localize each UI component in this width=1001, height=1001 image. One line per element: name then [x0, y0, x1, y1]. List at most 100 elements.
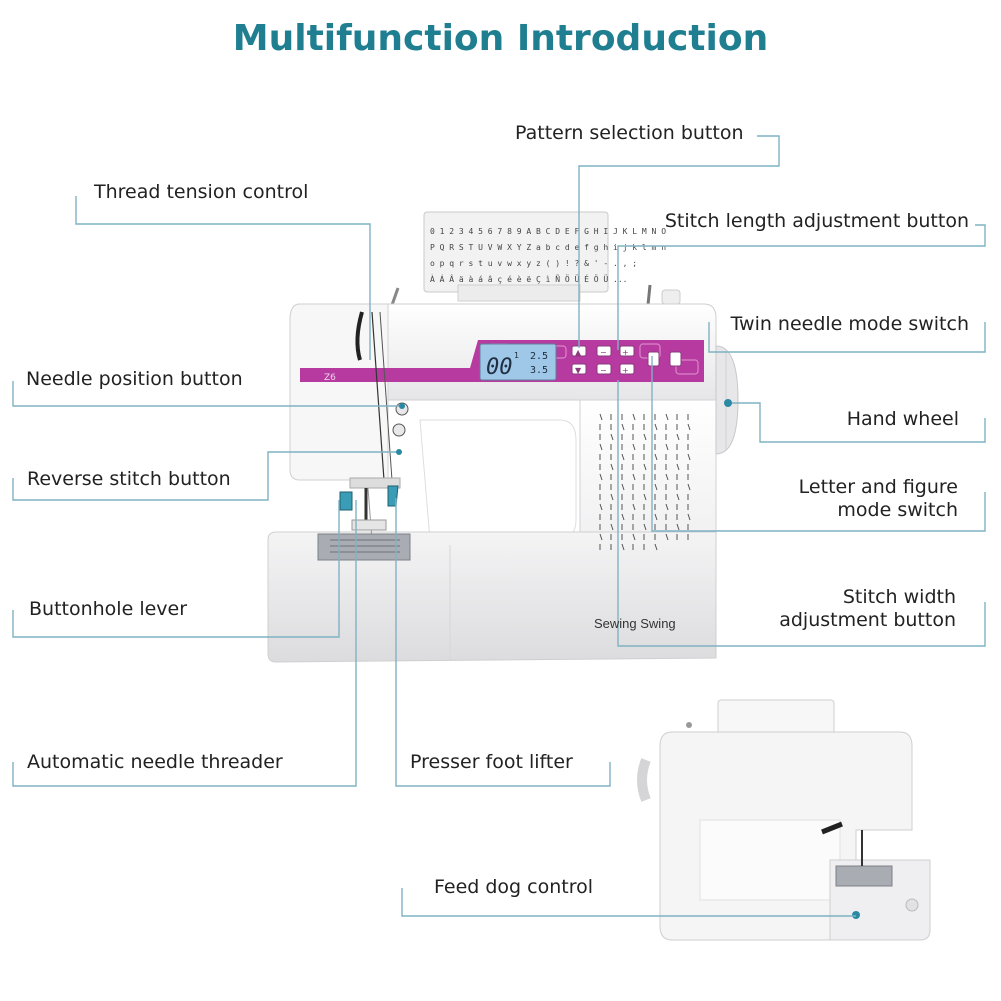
stitch-pattern-mark — [665, 473, 669, 481]
label-letter-figure-line2: mode switch — [837, 499, 958, 521]
stitch-pattern-mark — [665, 503, 669, 511]
width-minus-button — [596, 363, 612, 375]
stitch-pattern-mark — [610, 463, 614, 471]
label-reverse-stitch-button: Reverse stitch button — [27, 468, 231, 490]
lcd-stitch-width: 3.5 — [530, 365, 548, 376]
pattern-row: 0 1 2 3 4 5 6 7 8 9 A B C D E F G H I J … — [430, 227, 666, 236]
stitch-pattern-mark — [676, 433, 680, 441]
leader-needle-position — [12, 381, 402, 407]
twin-needle-button — [669, 351, 682, 367]
svg-text:+: + — [622, 348, 629, 357]
svg-text:−: − — [600, 366, 607, 375]
label-stitch-width-line2: adjustment button — [779, 609, 956, 631]
stitch-pattern-mark — [621, 423, 625, 431]
leader-stitch-width — [617, 380, 986, 647]
label-pattern-selection-button: Pattern selection button — [515, 122, 744, 144]
leader-presser-foot — [395, 498, 611, 787]
label-presser-foot-lifter: Presser foot lifter — [410, 751, 573, 773]
stitch-pattern-mark — [599, 443, 603, 451]
stitch-pattern-mark — [643, 433, 647, 441]
stitch-pattern-mark — [610, 523, 614, 531]
length-minus-button — [596, 345, 612, 357]
stitch-pattern-mark — [676, 463, 680, 471]
stitch-pattern-mark — [621, 483, 625, 491]
stitch-pattern-mark — [654, 483, 658, 491]
letter-mode-button — [647, 351, 660, 367]
leader-feed-dog — [401, 888, 856, 917]
stitch-pattern-mark — [665, 413, 669, 421]
stitch-pattern-mark — [643, 493, 647, 501]
stitch-chart — [599, 413, 691, 551]
svg-text:+: + — [622, 366, 629, 375]
stitch-pattern-mark — [599, 533, 603, 541]
stitch-pattern-mark — [676, 493, 680, 501]
stitch-pattern-mark — [676, 523, 680, 531]
stitch-pattern-mark — [632, 443, 636, 451]
stitch-pattern-mark — [654, 423, 658, 431]
pattern-row: À Á Â ä à á â ç é è ë Ç ì Ñ Ö Ü É Ö Ü ..… — [430, 273, 627, 284]
lcd-pattern-number: 00 — [486, 355, 513, 380]
label-hand-wheel: Hand wheel — [846, 408, 959, 430]
stitch-pattern-mark — [643, 523, 647, 531]
length-plus-button — [619, 345, 635, 357]
stitch-pattern-mark — [599, 473, 603, 481]
stitch-pattern-mark — [687, 423, 691, 431]
pattern-row: o p q r s t u v w x y z ( ) ! ? & ' - . … — [430, 259, 637, 268]
stitch-pattern-mark — [621, 543, 625, 551]
pattern-reference-card: 0 1 2 3 4 5 6 7 8 9 A B C D E F G H I J … — [423, 211, 666, 302]
stitch-pattern-mark — [610, 493, 614, 501]
stitch-pattern-mark — [687, 453, 691, 461]
stitch-pattern-mark — [599, 503, 603, 511]
leader-pattern-selection — [578, 135, 780, 348]
stitch-pattern-mark — [687, 483, 691, 491]
label-needle-position-button: Needle position button — [26, 368, 243, 390]
needle-plate — [317, 533, 411, 561]
width-plus-button — [619, 363, 635, 375]
page-title: Multifunction Introduction — [232, 18, 769, 59]
stitch-pattern-mark — [632, 473, 636, 481]
label-automatic-needle-threader: Automatic needle threader — [27, 751, 283, 773]
label-buttonhole-lever: Buttonhole lever — [29, 598, 188, 620]
label-stitch-length-button: Stitch length adjustment button — [664, 210, 969, 232]
leader-hand-wheel — [728, 402, 986, 443]
label-thread-tension-control: Thread tension control — [94, 181, 309, 203]
leader-twin-needle — [708, 322, 986, 353]
leader-stitch-length — [617, 224, 986, 350]
leader-letter-figure — [651, 356, 986, 532]
pattern-down-button — [571, 363, 587, 375]
stitch-pattern-mark — [654, 543, 658, 551]
stitch-pattern-mark — [621, 453, 625, 461]
leader-buttonhole — [12, 500, 340, 638]
stitch-pattern-mark — [632, 503, 636, 511]
stitch-pattern-mark — [687, 513, 691, 521]
svg-text:▲: ▲ — [575, 348, 582, 357]
leader-needle-threader — [12, 500, 357, 787]
label-stitch-width-line1: Stitch width — [842, 586, 956, 608]
stitch-pattern-mark — [654, 453, 658, 461]
watermark: Sewing Swing — [594, 616, 676, 631]
lcd-pattern-sup: 1 — [514, 351, 519, 360]
control-panel: Z6 00 1 2.5 3.5 ▲▼ −− ++ — [300, 340, 704, 383]
label-letter-figure-line1: Letter and figure — [798, 476, 958, 498]
leader-thread-tension — [75, 196, 371, 360]
stitch-pattern-mark — [665, 443, 669, 451]
svg-text:▼: ▼ — [575, 366, 582, 375]
lcd-display — [479, 343, 557, 381]
stitch-pattern-mark — [654, 513, 658, 521]
label-twin-needle-switch: Twin needle mode switch — [730, 313, 969, 335]
stitch-pattern-mark — [621, 513, 625, 521]
stitch-pattern-mark — [665, 533, 669, 541]
stitch-pattern-mark — [610, 433, 614, 441]
stitch-pattern-mark — [632, 413, 636, 421]
stitch-pattern-mark — [643, 463, 647, 471]
leader-reverse-stitch — [12, 451, 399, 501]
pattern-row: P Q R S T U V W X Y Z a b c d e f g h i … — [430, 243, 666, 252]
reverse-stitch-knob — [392, 423, 406, 437]
lcd-stitch-length: 2.5 — [530, 351, 548, 362]
label-feed-dog-control: Feed dog control — [434, 876, 594, 898]
svg-text:−: − — [600, 348, 607, 357]
